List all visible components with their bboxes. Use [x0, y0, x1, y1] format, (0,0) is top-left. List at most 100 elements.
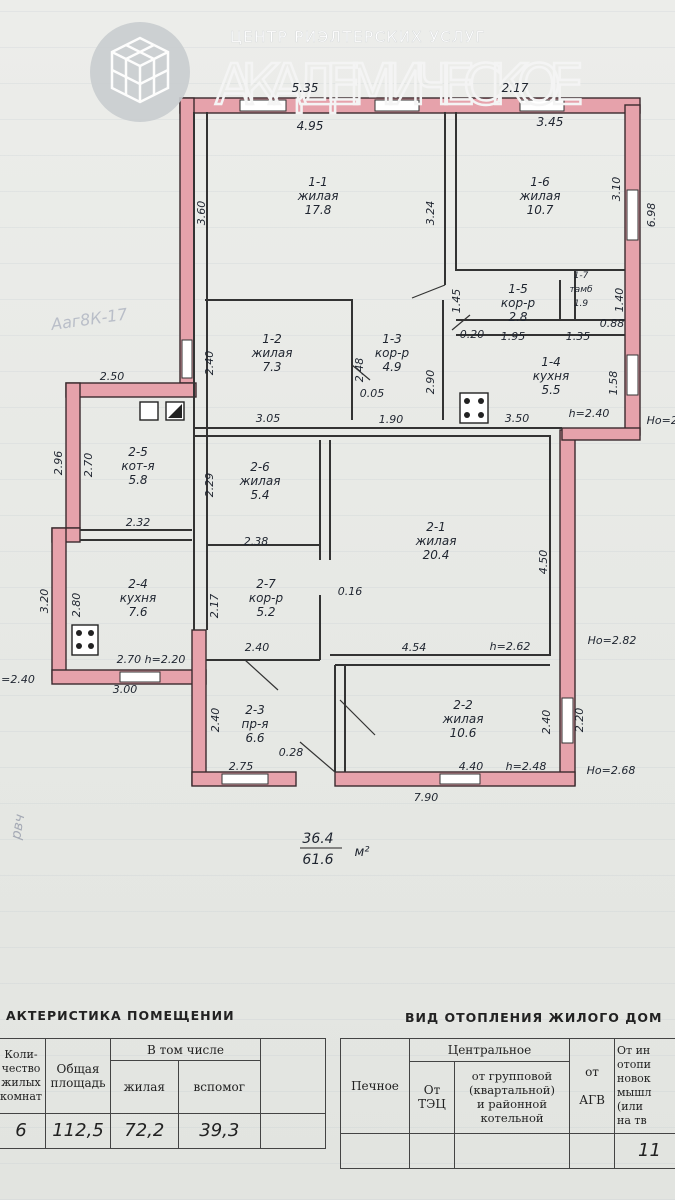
- room-area: 4.9: [382, 360, 401, 374]
- dimension-label: 2.50: [100, 370, 125, 383]
- dimension-label: 2.90: [424, 370, 437, 395]
- dimension-label: 0.16: [338, 585, 363, 598]
- room-number: 2-7: [256, 577, 276, 591]
- dimension-label: 1.35: [566, 330, 591, 343]
- dimension-label: Но=2.68: [587, 764, 636, 777]
- brand-name: АКАДЕМИЧЕСКОЕ: [215, 53, 585, 118]
- room-name: жилая: [297, 189, 339, 203]
- dimension-label: 1.90: [379, 413, 404, 426]
- room-name: жилая: [239, 474, 281, 488]
- room-area: 10.7: [527, 203, 554, 217]
- dimension-label: 2.40: [203, 351, 216, 376]
- col-total-area: Общая площадь: [45, 1038, 111, 1114]
- room-number: 2-2: [453, 698, 473, 712]
- dimension-label: 3.00: [113, 683, 138, 696]
- dimension-label: 0.88: [600, 317, 625, 330]
- cell-other: 11: [614, 1133, 675, 1169]
- room-name: кот-я: [121, 459, 154, 473]
- room-area: 17.8: [305, 203, 332, 217]
- characteristics-title: АКТЕРИСТИКА ПОМЕЩЕНИИ: [6, 1008, 235, 1023]
- dimension-label: 7.90: [414, 791, 439, 804]
- dimension-label: 0.05: [360, 387, 385, 400]
- room-name: тамб: [569, 285, 593, 295]
- top-dimension: 3.45: [537, 115, 564, 129]
- dimension-label: 2.70: [82, 453, 95, 478]
- cube-logo-icon: [90, 22, 190, 122]
- room-name: кор-р: [501, 296, 536, 310]
- col-tec: От ТЭЦ: [409, 1060, 455, 1135]
- cell-total-area: 112,5: [45, 1113, 111, 1149]
- agency-name: ЦЕНТР РИЭЛТЕРСКИХ УСЛУГ: [230, 28, 486, 46]
- dimension-label: 3.24: [424, 201, 437, 226]
- total-living-area: 36.4: [302, 831, 333, 847]
- dimension-label: 2.40: [540, 710, 553, 735]
- dimension-label: 2.96: [52, 451, 65, 476]
- room-number: 1-2: [262, 332, 282, 346]
- room-area: 10.6: [450, 726, 477, 740]
- room-area: 6.6: [245, 731, 264, 745]
- room-area: 7.6: [128, 605, 147, 619]
- dimension-label: 3.05: [256, 412, 281, 425]
- dimension-label: 3.10: [610, 177, 623, 202]
- col-living: жилая: [110, 1060, 179, 1114]
- room-name: жилая: [251, 346, 293, 360]
- pencil-note-2: рвч: [8, 813, 28, 842]
- dimension-label: 2.32: [126, 516, 151, 529]
- dimension-label: =2.40: [1, 673, 35, 686]
- dimension-label: h=2.62: [490, 640, 531, 653]
- top-dimension: 4.95: [297, 119, 324, 133]
- room-number: 1-6: [530, 175, 550, 189]
- room-area: 5.2: [256, 605, 275, 619]
- room-area: 5.8: [128, 473, 147, 487]
- top-dimension: 2.17: [502, 81, 529, 95]
- dimension-label: 2.17: [208, 594, 221, 619]
- room-area: 20.4: [423, 548, 450, 562]
- characteristics-table: Коли- чество жилых комнат Общая площадь …: [0, 1038, 326, 1149]
- room-number: 2-4: [128, 577, 148, 591]
- dimension-label: 1.58: [607, 371, 620, 396]
- room-area: 7.3: [262, 360, 281, 374]
- room-number: 2-6: [250, 460, 270, 474]
- total-area: 61.6: [302, 852, 333, 868]
- dimension-label: 2.38: [244, 535, 269, 548]
- room-name: кухня: [533, 369, 570, 383]
- dimension-label: 2.48: [353, 358, 366, 383]
- col-rooms-count: Коли- чество жилых комнат: [0, 1038, 46, 1114]
- dimension-label: Но=2.: [647, 414, 675, 427]
- dimension-label: 3.50: [505, 412, 530, 425]
- dimension-label: 4.40: [459, 760, 484, 773]
- room-name: кор-р: [249, 591, 284, 605]
- dimension-label: 4.54: [402, 641, 427, 654]
- room-name: жилая: [519, 189, 561, 203]
- dimension-label: 2.40: [245, 641, 270, 654]
- room-area: 5.5: [541, 383, 560, 397]
- dimension-label: 6.98: [645, 203, 658, 228]
- room-name: пр-я: [241, 717, 268, 731]
- room-number: 1-4: [541, 355, 561, 369]
- room-name: кор-р: [375, 346, 410, 360]
- dimension-label: 1.40: [613, 288, 626, 313]
- dimension-label: 1.95: [501, 330, 526, 343]
- room-number: 2-1: [426, 520, 446, 534]
- heating-title: ВИД ОТОПЛЕНИЯ ЖИЛОГО ДОМ: [405, 1010, 663, 1025]
- room-area: 5.4: [250, 488, 269, 502]
- room-area: 2.8: [508, 310, 527, 324]
- room-name: жилая: [442, 712, 484, 726]
- dimension-label: 3.20: [38, 589, 51, 614]
- dimension-label: 2.80: [70, 593, 83, 618]
- dimension-label: h=2.40: [569, 407, 610, 420]
- room-number: 1-1: [308, 175, 328, 189]
- dimension-label: 2.40: [209, 708, 222, 733]
- room-number: 1-3: [382, 332, 402, 346]
- col-including: В том числе: [110, 1038, 261, 1061]
- cell-rooms-count: 6: [0, 1113, 46, 1149]
- col-aux: вспомог: [177, 1060, 262, 1114]
- dimension-label: 2.70 h=2.20: [117, 653, 186, 666]
- dimension-label: 2.20: [573, 708, 586, 733]
- boiler-icon: [139, 401, 185, 421]
- cell-living-area: 72,2: [110, 1113, 179, 1149]
- floor-plan: ЦЕНТР РИЭЛТЕРСКИХ УСЛУГ АКАДЕМИЧЕСКОЕ: [51, 22, 641, 787]
